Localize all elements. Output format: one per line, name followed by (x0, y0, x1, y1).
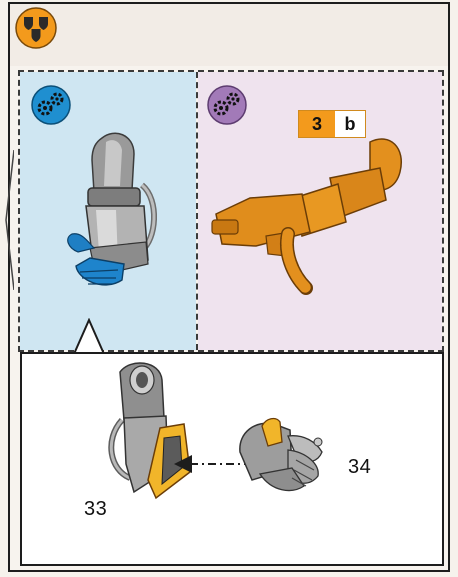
upper-arm-icon (100, 360, 200, 510)
callout-pointer (72, 318, 106, 356)
part-label-33: 33 (84, 498, 107, 521)
header-band (10, 4, 448, 66)
heavy-bolter-arm-icon (210, 128, 410, 303)
part-label-34: 34 (348, 456, 371, 479)
page-edge-bracket (0, 150, 14, 290)
squad-shields-icon (14, 6, 58, 50)
armoured-arm-icon (60, 130, 170, 310)
gears-icon (206, 84, 248, 126)
gauntlet-hand-icon (232, 412, 332, 502)
gears-icon (30, 84, 72, 126)
panel-divider (196, 72, 198, 350)
